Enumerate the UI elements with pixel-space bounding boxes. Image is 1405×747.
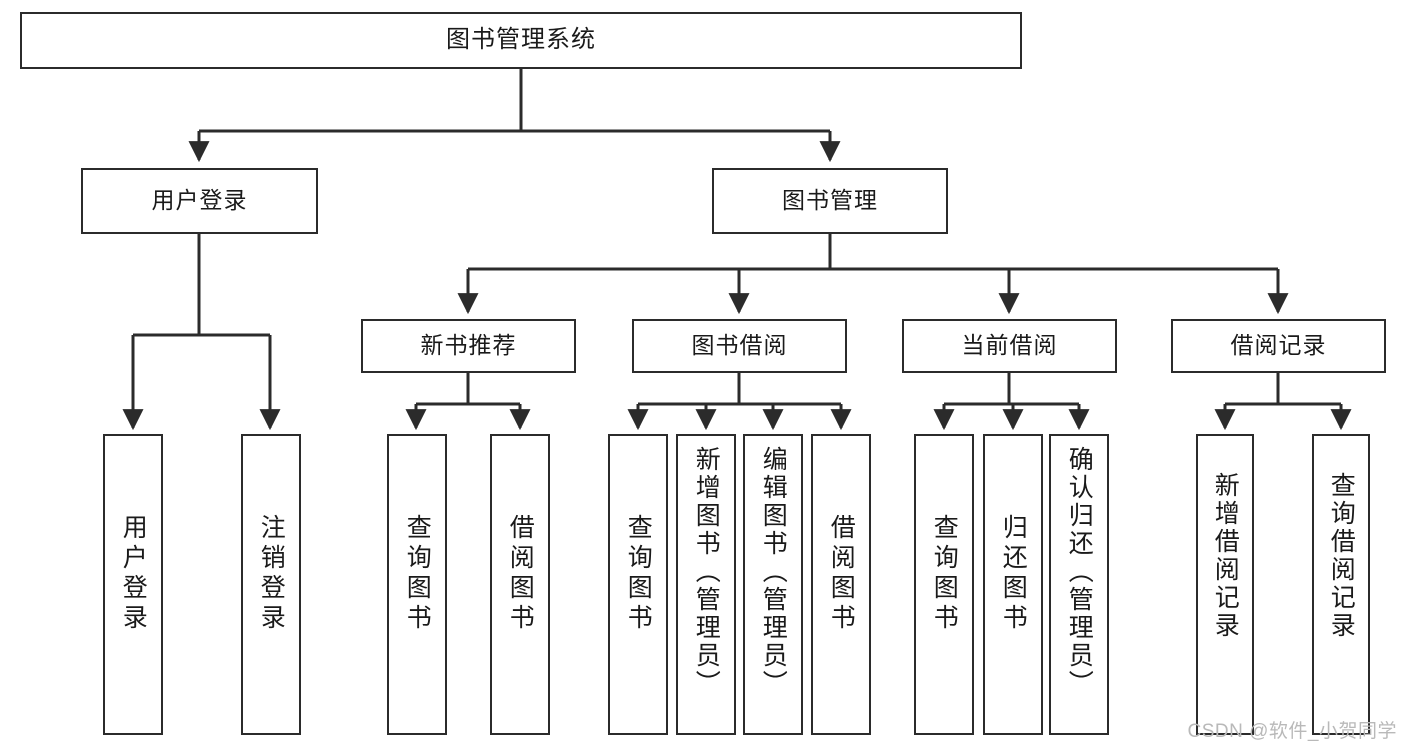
leaf-borrow-book-borrow[interactable]: 借阅图书 xyxy=(811,434,871,735)
node-label: 借阅图书 xyxy=(827,514,856,634)
node-label: 查询图书 xyxy=(930,514,959,634)
node-root-book-management-system[interactable]: 图书管理系统 xyxy=(20,12,1022,69)
leaf-confirm-return-admin[interactable]: 确认归还（管理员） xyxy=(1049,434,1109,735)
node-label: 查询图书 xyxy=(624,514,653,634)
node-label: 确认归还（管理员） xyxy=(1065,446,1094,698)
node-label: 查询图书 xyxy=(403,514,432,634)
node-label: 归还图书 xyxy=(999,514,1028,634)
leaf-edit-book-admin[interactable]: 编辑图书（管理员） xyxy=(743,434,803,735)
node-label: 当前借阅 xyxy=(961,332,1058,359)
node-user-login[interactable]: 用户登录 xyxy=(81,168,318,234)
node-label: 新书推荐 xyxy=(420,332,517,359)
node-book-management[interactable]: 图书管理 xyxy=(712,168,948,234)
node-label: 图书借阅 xyxy=(691,332,788,359)
node-label: 借阅图书 xyxy=(506,514,535,634)
leaf-query-book-borrow[interactable]: 查询图书 xyxy=(608,434,668,735)
node-label: 查询借阅记录 xyxy=(1327,472,1356,640)
leaf-return-book[interactable]: 归还图书 xyxy=(983,434,1043,735)
leaf-query-book-new-recommend[interactable]: 查询图书 xyxy=(387,434,447,735)
node-label: 图书管理 xyxy=(782,187,878,214)
csdn-watermark: CSDN @软件_小贺同学 xyxy=(1187,721,1397,742)
node-label: 用户登录 xyxy=(151,187,248,214)
node-label: 新增图书（管理员） xyxy=(692,446,721,698)
node-label: 注销登录 xyxy=(257,514,286,634)
leaf-borrow-book-new-recommend[interactable]: 借阅图书 xyxy=(490,434,550,735)
leaf-add-borrow-record[interactable]: 新增借阅记录 xyxy=(1196,434,1254,735)
node-new-book-recommend[interactable]: 新书推荐 xyxy=(361,319,576,373)
node-book-borrow[interactable]: 图书借阅 xyxy=(632,319,847,373)
node-label: 借阅记录 xyxy=(1230,332,1327,359)
leaf-query-book-current[interactable]: 查询图书 xyxy=(914,434,974,735)
node-borrow-record[interactable]: 借阅记录 xyxy=(1171,319,1386,373)
leaf-query-borrow-record[interactable]: 查询借阅记录 xyxy=(1312,434,1370,735)
node-label: 编辑图书（管理员） xyxy=(759,446,788,698)
leaf-add-book-admin[interactable]: 新增图书（管理员） xyxy=(676,434,736,735)
node-label: 图书管理系统 xyxy=(446,26,596,54)
node-label: 新增借阅记录 xyxy=(1211,472,1240,640)
leaf-logout-login[interactable]: 注销登录 xyxy=(241,434,301,735)
leaf-user-login[interactable]: 用户登录 xyxy=(103,434,163,735)
node-label: 用户登录 xyxy=(119,514,148,634)
node-current-borrow[interactable]: 当前借阅 xyxy=(902,319,1117,373)
